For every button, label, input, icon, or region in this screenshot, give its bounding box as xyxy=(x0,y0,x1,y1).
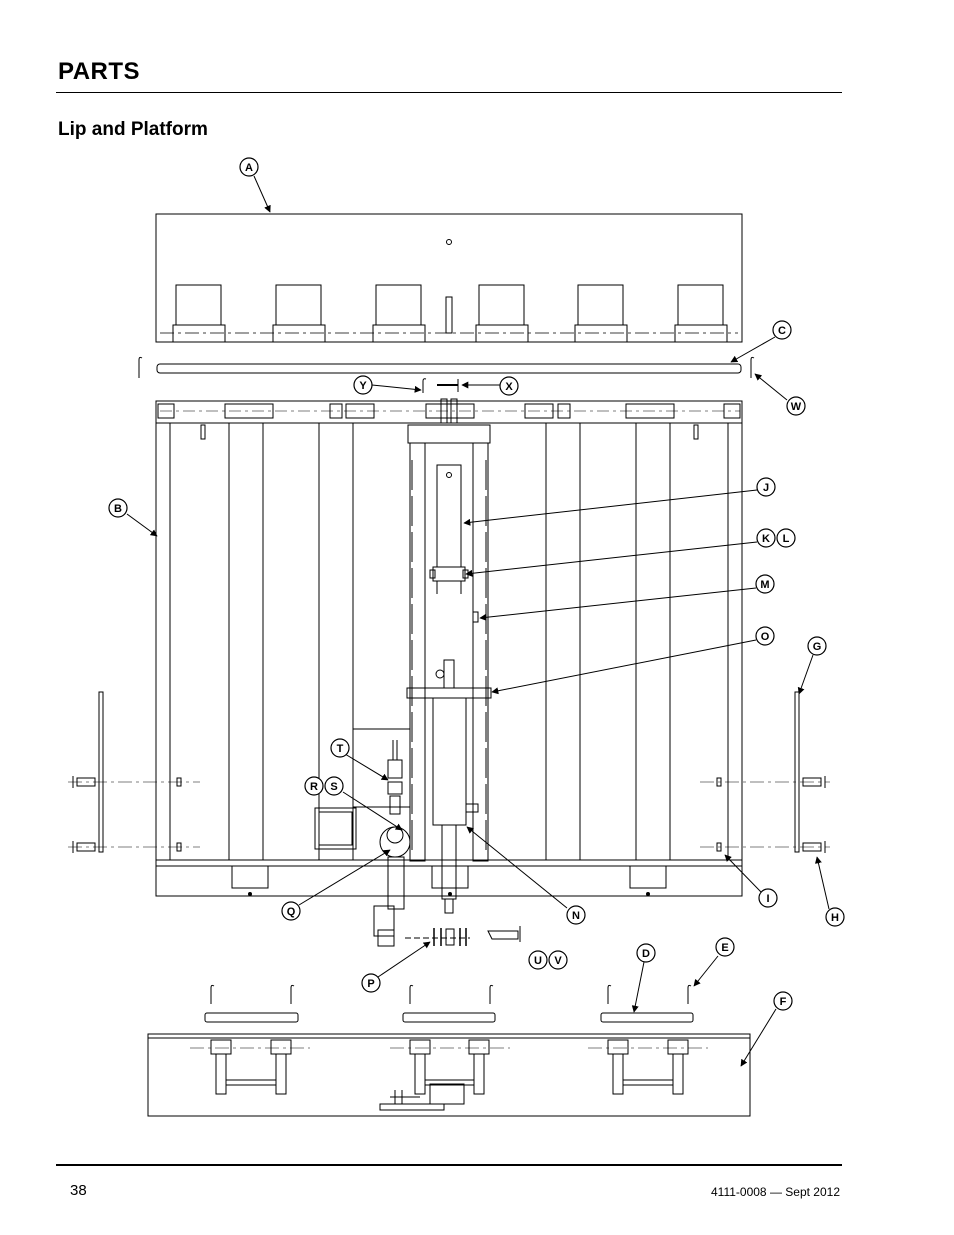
frame xyxy=(147,1033,751,1117)
svg-text:D: D xyxy=(642,948,650,960)
svg-text:E: E xyxy=(721,942,728,954)
lip-plate xyxy=(155,213,743,343)
callout-c: C xyxy=(772,320,792,340)
callout-t: T xyxy=(330,738,350,758)
svg-text:A: A xyxy=(245,162,253,174)
hinge-bars xyxy=(204,984,694,1023)
svg-text:P: P xyxy=(367,978,374,990)
svg-text:Y: Y xyxy=(359,380,367,392)
footer-rule xyxy=(56,1164,842,1166)
svg-text:V: V xyxy=(554,955,562,967)
hinge-pin xyxy=(138,356,755,378)
callout-g: G xyxy=(807,636,827,656)
svg-text:K: K xyxy=(762,533,770,545)
callout-q: Q xyxy=(281,901,301,921)
svg-text:U: U xyxy=(534,955,542,967)
callout-l: L xyxy=(776,528,796,548)
svg-text:B: B xyxy=(114,503,122,515)
callout-y: Y xyxy=(353,375,373,395)
document-id: 4111-0008 — Sept 2012 xyxy=(711,1185,840,1199)
svg-text:O: O xyxy=(761,631,770,643)
leader-lines xyxy=(126,175,830,1067)
page-number: 38 xyxy=(70,1182,87,1199)
svg-text:L: L xyxy=(783,533,790,545)
svg-text:R: R xyxy=(310,781,318,793)
svg-text:X: X xyxy=(505,381,513,393)
callout-w: W xyxy=(786,396,806,416)
callout-j: J xyxy=(756,477,776,497)
callout-m: M xyxy=(755,574,775,594)
callout-r: R xyxy=(304,776,324,796)
svg-text:W: W xyxy=(791,401,802,413)
header-rule xyxy=(56,92,842,93)
callout-f: F xyxy=(773,991,793,1011)
callout-k: K xyxy=(756,528,776,548)
callout-e: E xyxy=(715,937,735,957)
callout-b: B xyxy=(108,498,128,518)
svg-text:H: H xyxy=(831,912,839,924)
callout-a: A xyxy=(239,157,259,177)
svg-text:M: M xyxy=(760,579,769,591)
callouts: A C Y X W B J K L M O G T R S I H Q N D … xyxy=(108,157,845,1011)
svg-text:G: G xyxy=(813,641,822,653)
side-plate-left xyxy=(68,691,200,853)
callout-d: D xyxy=(636,943,656,963)
platform xyxy=(155,398,743,897)
callout-o: O xyxy=(755,626,775,646)
small-pins xyxy=(422,378,459,393)
page-subtitle: Lip and Platform xyxy=(58,119,208,140)
callout-v: V xyxy=(548,950,568,970)
callout-s: S xyxy=(324,776,344,796)
side-plate-right xyxy=(700,691,830,853)
svg-text:F: F xyxy=(780,996,787,1008)
callout-i: I xyxy=(758,888,778,908)
section-title: PARTS xyxy=(58,58,141,85)
svg-text:Q: Q xyxy=(287,906,296,918)
hydraulic-cylinder-assembly xyxy=(406,424,492,914)
callout-n: N xyxy=(566,905,586,925)
svg-text:I: I xyxy=(766,893,769,905)
callout-x: X xyxy=(499,376,519,396)
valve-box xyxy=(314,728,411,947)
svg-text:N: N xyxy=(572,910,580,922)
svg-text:T: T xyxy=(337,743,344,755)
pin-assembly xyxy=(405,926,521,946)
svg-text:C: C xyxy=(778,325,786,337)
callout-u: U xyxy=(528,950,548,970)
callout-p: P xyxy=(361,973,381,993)
callout-h: H xyxy=(825,907,845,927)
svg-text:J: J xyxy=(763,482,769,494)
svg-text:S: S xyxy=(330,781,337,793)
